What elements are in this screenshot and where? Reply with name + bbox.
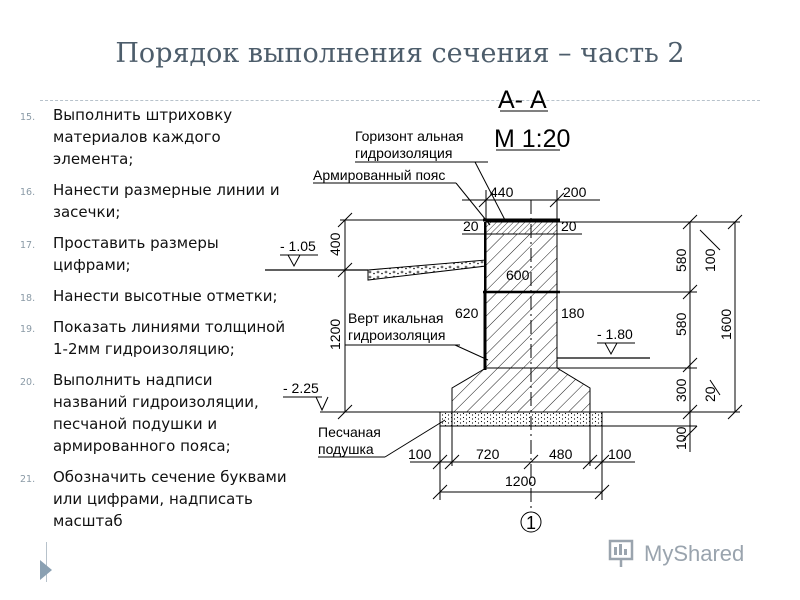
section-mark: А- А bbox=[498, 86, 547, 114]
dim-200: 200 bbox=[563, 184, 587, 200]
label-armored-belt: Армированный пояс bbox=[313, 167, 445, 183]
dim-1200-vertical: 1200 bbox=[327, 319, 343, 350]
level-minus-1-80: - 1.80 bbox=[597, 326, 633, 342]
dim-1200-horizontal: 1200 bbox=[505, 473, 536, 489]
dim-20-vertical: 20 bbox=[702, 386, 718, 402]
label-horizontal-waterproofing-2: гидроизоляция bbox=[355, 145, 452, 161]
step-number: 19. bbox=[20, 324, 36, 335]
step-text: Нанести высотные отметки; bbox=[53, 287, 278, 305]
dim-1600: 1600 bbox=[718, 309, 734, 340]
watermark: MyShared bbox=[608, 537, 744, 571]
label-sand-cushion-2: подушка bbox=[318, 441, 374, 457]
dim-720: 720 bbox=[476, 446, 500, 462]
dim-300: 300 bbox=[673, 378, 689, 402]
level-minus-1-05: - 1.05 bbox=[280, 238, 316, 254]
lower-wall bbox=[485, 291, 558, 369]
list-item: 17. Проставить размеры цифрами; bbox=[20, 232, 288, 276]
scale-label: М 1:20 bbox=[494, 125, 570, 153]
slide-arrow-icon bbox=[40, 560, 52, 580]
axis-marker bbox=[520, 511, 542, 533]
dim-480: 480 bbox=[549, 446, 573, 462]
step-text: Проставить размеры цифрами; bbox=[53, 234, 219, 274]
step-number: 18. bbox=[20, 293, 36, 304]
axis-number: 1 bbox=[526, 513, 536, 533]
label-sand-cushion: Песчаная bbox=[318, 424, 381, 440]
blind-area bbox=[367, 259, 487, 281]
list-item: 15. Выполнить штриховку материалов каждог… bbox=[20, 104, 288, 170]
list-item: 18. Нанести высотные отметки; bbox=[20, 285, 288, 307]
step-number: 16. bbox=[20, 187, 36, 198]
dim-600: 600 bbox=[506, 267, 530, 283]
presentation-logo-icon bbox=[608, 539, 638, 569]
list-item: 21. Обозначить сечение буквами или цифрам… bbox=[20, 466, 288, 532]
dim-100-a: 100 bbox=[702, 248, 718, 272]
dim-100-b: 100 bbox=[673, 426, 689, 450]
list-item: 16. Нанести размерные линии и засечки; bbox=[20, 179, 288, 223]
dim-580-a: 580 bbox=[673, 248, 689, 272]
step-text: Нанести размерные линии и засечки; bbox=[53, 181, 280, 221]
upper-wall bbox=[485, 233, 558, 293]
dim-620: 620 bbox=[455, 305, 479, 321]
label-vertical-waterproofing-2: гидроизоляция bbox=[348, 327, 445, 343]
title-divider bbox=[40, 100, 760, 101]
step-text: Выполнить штриховку материалов каждого э… bbox=[53, 106, 233, 168]
dim-20-right: 20 bbox=[561, 218, 577, 234]
level-minus-2-25: - 2.25 bbox=[283, 380, 319, 396]
armored-belt bbox=[485, 221, 558, 235]
watermark-brand: MyShared bbox=[644, 541, 745, 566]
step-number: 15. bbox=[20, 112, 36, 123]
dim-440: 440 bbox=[490, 184, 514, 200]
dim-20-left: 20 bbox=[463, 218, 479, 234]
list-item: 19. Показать линиями толщиной 1-2мм гидро… bbox=[20, 316, 288, 360]
step-number: 17. bbox=[20, 240, 36, 251]
dim-400: 400 bbox=[327, 232, 343, 256]
steps-list: 15. Выполнить штриховку материалов каждог… bbox=[20, 104, 288, 541]
dim-580-b: 580 bbox=[673, 312, 689, 336]
dim-100-bottom-left: 100 bbox=[408, 446, 432, 462]
step-text: Выполнить надписи названий гидроизоляции… bbox=[53, 371, 259, 455]
list-item: 20. Выполнить надписи названий гидроизоля… bbox=[20, 369, 288, 457]
step-number: 20. bbox=[20, 377, 36, 388]
footing bbox=[451, 367, 591, 413]
label-horizontal-waterproofing: Горизонт альная bbox=[355, 128, 463, 144]
step-text: Обозначить сечение буквами или цифрами, … bbox=[53, 468, 287, 530]
dim-100-bottom-right: 100 bbox=[608, 446, 632, 462]
label-vertical-waterproofing: Верт икальная bbox=[348, 310, 444, 326]
step-number: 21. bbox=[20, 474, 36, 485]
step-text: Показать линиями толщиной 1-2мм гидроизо… bbox=[53, 318, 286, 358]
slide-title: Порядок выполнения сечения – часть 2 bbox=[115, 38, 685, 69]
dim-180: 180 bbox=[561, 305, 585, 321]
sand-cushion bbox=[439, 411, 603, 427]
